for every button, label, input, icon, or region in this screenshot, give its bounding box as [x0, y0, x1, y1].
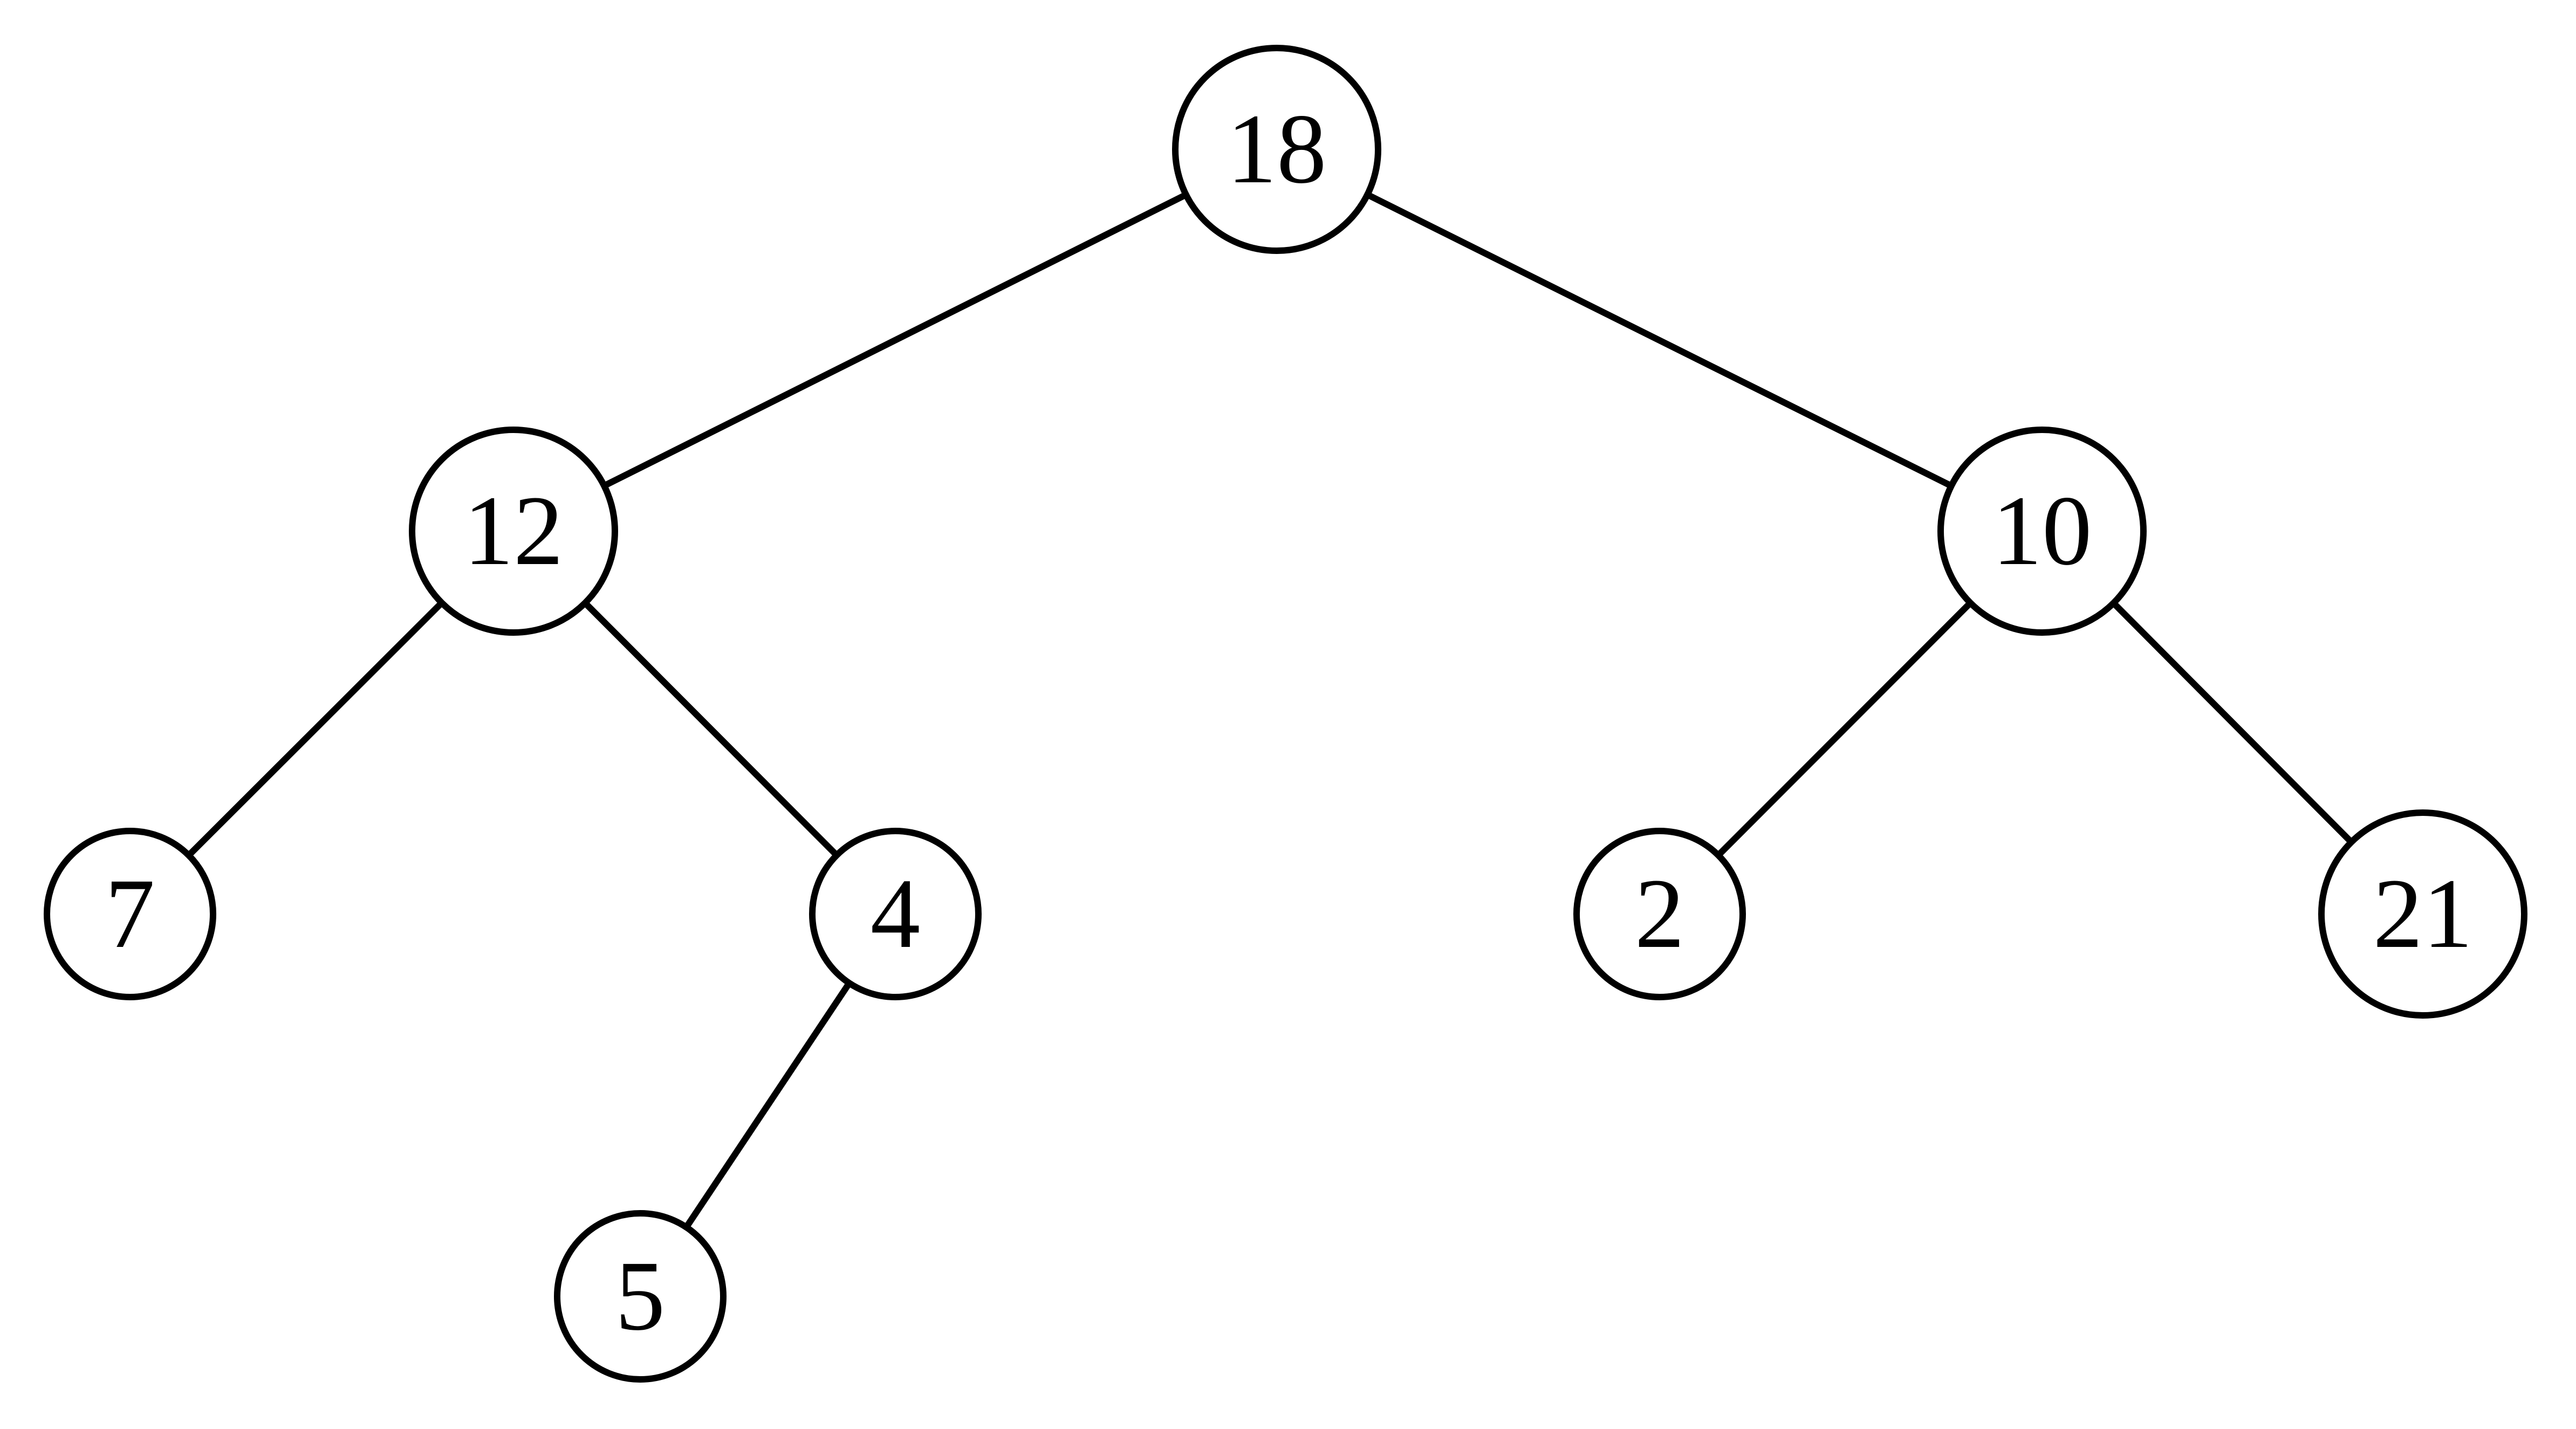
tree-node-label-5: 5: [615, 1241, 666, 1351]
tree-node-circle-10: [1937, 427, 2147, 636]
tree-node-label-21: 21: [2373, 858, 2473, 969]
tree-node-label-10: 10: [1992, 476, 2092, 586]
tree-node-circle-5: [554, 1210, 727, 1383]
tree-node-label-4: 4: [871, 858, 921, 969]
tree-node-circle-21: [2318, 809, 2527, 1019]
tree-node-circle-7: [44, 828, 216, 1000]
tree-edge-18-12: [512, 146, 1278, 534]
tree-node-circle-12: [409, 427, 618, 636]
tree-node-label-18: 18: [1227, 94, 1327, 204]
tree-node-label-12: 12: [464, 476, 564, 586]
tree-node-label-2: 2: [1635, 858, 1685, 969]
tree-node-circle-4: [809, 828, 982, 1000]
tree-edge-18-10: [1275, 146, 2044, 534]
tree-node-circle-18: [1172, 45, 1381, 254]
tree-node-circle-2: [1573, 828, 1746, 1000]
tree-node-label-7: 7: [105, 858, 155, 969]
